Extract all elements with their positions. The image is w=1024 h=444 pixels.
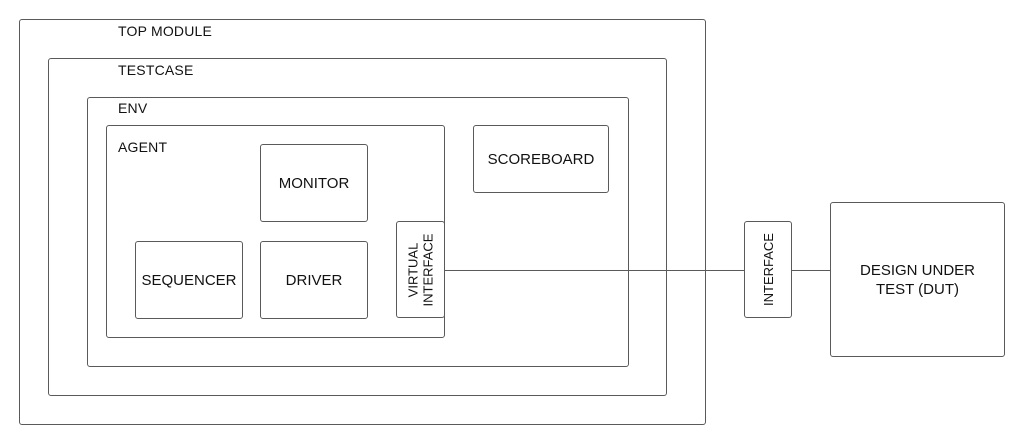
- dut-label-line1: DESIGN UNDER: [859, 261, 975, 279]
- interface-box: INTERFACE: [744, 221, 792, 318]
- interface-label: INTERFACE: [760, 233, 776, 306]
- sequencer-box: SEQUENCER: [135, 241, 243, 319]
- interface-to-dut-line: [792, 270, 830, 271]
- scoreboard-label: SCOREBOARD: [487, 150, 595, 168]
- driver-box: DRIVER: [260, 241, 368, 319]
- monitor-label: MONITOR: [278, 174, 350, 192]
- sequencer-label: SEQUENCER: [141, 271, 237, 289]
- driver-label: DRIVER: [285, 271, 343, 289]
- virtual-interface-to-interface-line: [445, 270, 744, 271]
- monitor-box: MONITOR: [260, 144, 368, 222]
- dut-box: DESIGN UNDER TEST (DUT): [830, 202, 1005, 357]
- top-module-label: TOP MODULE: [118, 23, 213, 39]
- scoreboard-box: SCOREBOARD: [473, 125, 609, 193]
- env-label: ENV: [118, 100, 148, 116]
- virtual-interface-label-line2: INTERFACE: [420, 233, 436, 306]
- agent-label: AGENT: [118, 139, 168, 155]
- virtual-interface-label: VIRTUAL INTERFACE: [406, 233, 436, 306]
- testcase-label: TESTCASE: [118, 62, 194, 78]
- dut-label-line2: TEST (DUT): [875, 280, 960, 298]
- dut-label: DESIGN UNDER TEST (DUT): [860, 261, 975, 299]
- virtual-interface-label-line1: VIRTUAL: [405, 242, 421, 297]
- virtual-interface-box: VIRTUAL INTERFACE: [396, 221, 445, 318]
